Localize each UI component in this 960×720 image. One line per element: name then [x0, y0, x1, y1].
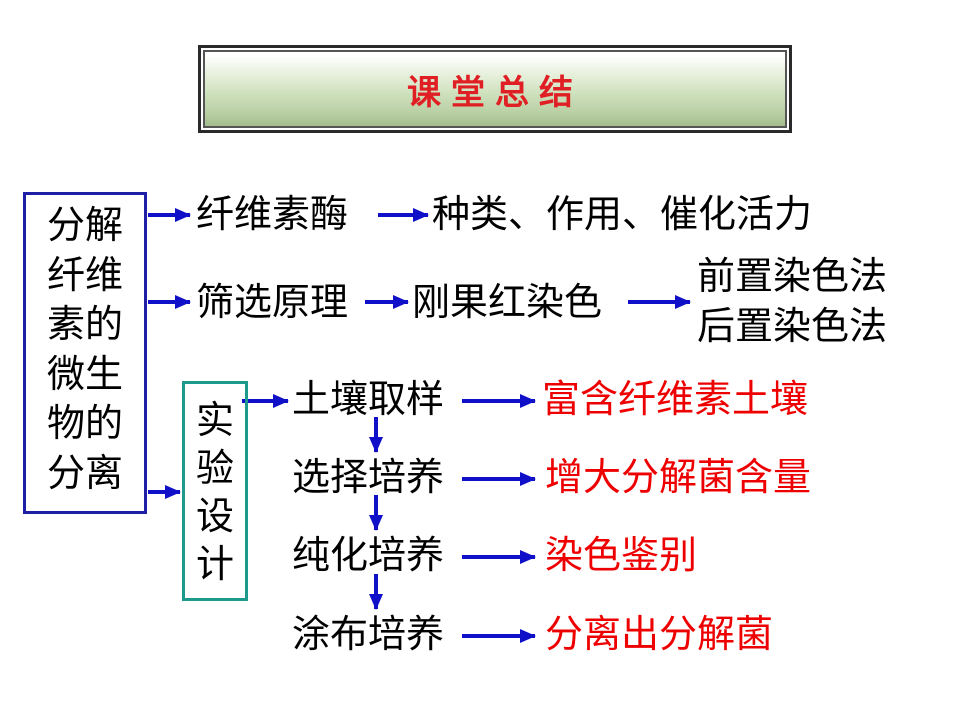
experiment-label-char: 验: [195, 446, 234, 490]
step-sampling: 土壤取样: [292, 377, 445, 421]
main-topic-line: 微生: [46, 351, 123, 396]
screening-label: 筛选原理: [196, 280, 349, 324]
screening-variant: 后置染色法: [697, 304, 888, 348]
step-spreading: 涂布培养: [292, 612, 445, 656]
purpose-spreading: 分离出分解菌: [545, 612, 774, 656]
experiment-label-char: 实: [195, 398, 234, 442]
experiment-label-char: 计: [195, 542, 234, 586]
screening-method: 刚果红染色: [412, 280, 603, 324]
screening-variant: 前置染色法: [697, 254, 888, 298]
step-selection: 选择培养: [292, 455, 445, 499]
main-topic-box: 分解 纤维 素的 微生 物的 分离: [23, 192, 147, 514]
experiment-label-char: 设: [195, 494, 234, 538]
purpose-purification: 染色鉴别: [545, 533, 698, 577]
main-topic-line: 纤维: [46, 252, 123, 297]
purpose-selection: 增大分解菌含量: [545, 455, 812, 499]
main-topic-line: 物的: [46, 401, 123, 446]
title-text: 课堂总结: [407, 72, 583, 113]
main-topic-line: 分离: [46, 450, 123, 495]
purpose-sampling: 富含纤维素土壤: [542, 377, 809, 421]
enzyme-detail: 种类、作用、催化活力: [432, 192, 813, 236]
title-banner: 课堂总结: [198, 45, 792, 133]
main-topic-line: 素的: [46, 302, 123, 347]
main-topic-line: 分解: [46, 203, 123, 247]
step-purification: 纯化培养: [292, 533, 445, 577]
experiment-design-box: 实 验 设 计: [182, 381, 248, 601]
enzyme-label: 纤维素酶: [196, 192, 349, 236]
